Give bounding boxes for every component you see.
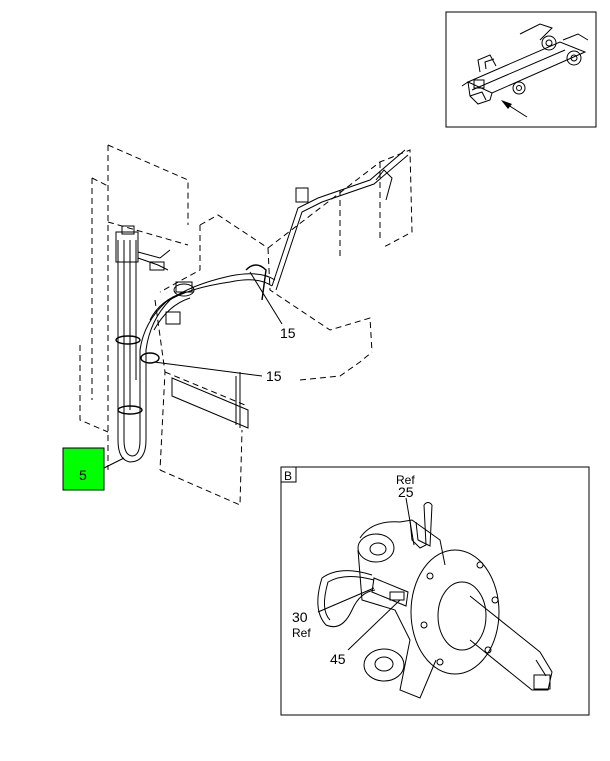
callout-25: 25 — [398, 484, 414, 500]
callout-5: 5 — [79, 467, 87, 483]
locator-arrow — [501, 100, 528, 118]
callout-30: 30 — [292, 609, 308, 625]
truck-chassis-illustration — [461, 23, 589, 105]
leader-25 — [405, 497, 415, 546]
callout-30-ref: Ref — [292, 626, 311, 640]
leader-5 — [103, 457, 125, 469]
locator-inset — [445, 11, 597, 128]
callout-45: 45 — [330, 651, 346, 667]
frame-harness-illustration — [79, 144, 413, 506]
callout-15-upper: 15 — [280, 325, 296, 341]
callout-15-lower: 15 — [266, 368, 282, 384]
highlight-callout-5[interactable]: 5 — [62, 447, 105, 491]
steering-knuckle-illustration — [317, 502, 553, 699]
leader-15-upper — [249, 271, 283, 325]
leader-30 — [317, 587, 375, 613]
leader-45 — [347, 599, 401, 651]
detail-label: B — [284, 469, 292, 483]
callout-25-ref: Ref — [396, 473, 415, 487]
leader-15-lower — [153, 361, 263, 377]
detail-b-panel: B — [280, 466, 590, 716]
